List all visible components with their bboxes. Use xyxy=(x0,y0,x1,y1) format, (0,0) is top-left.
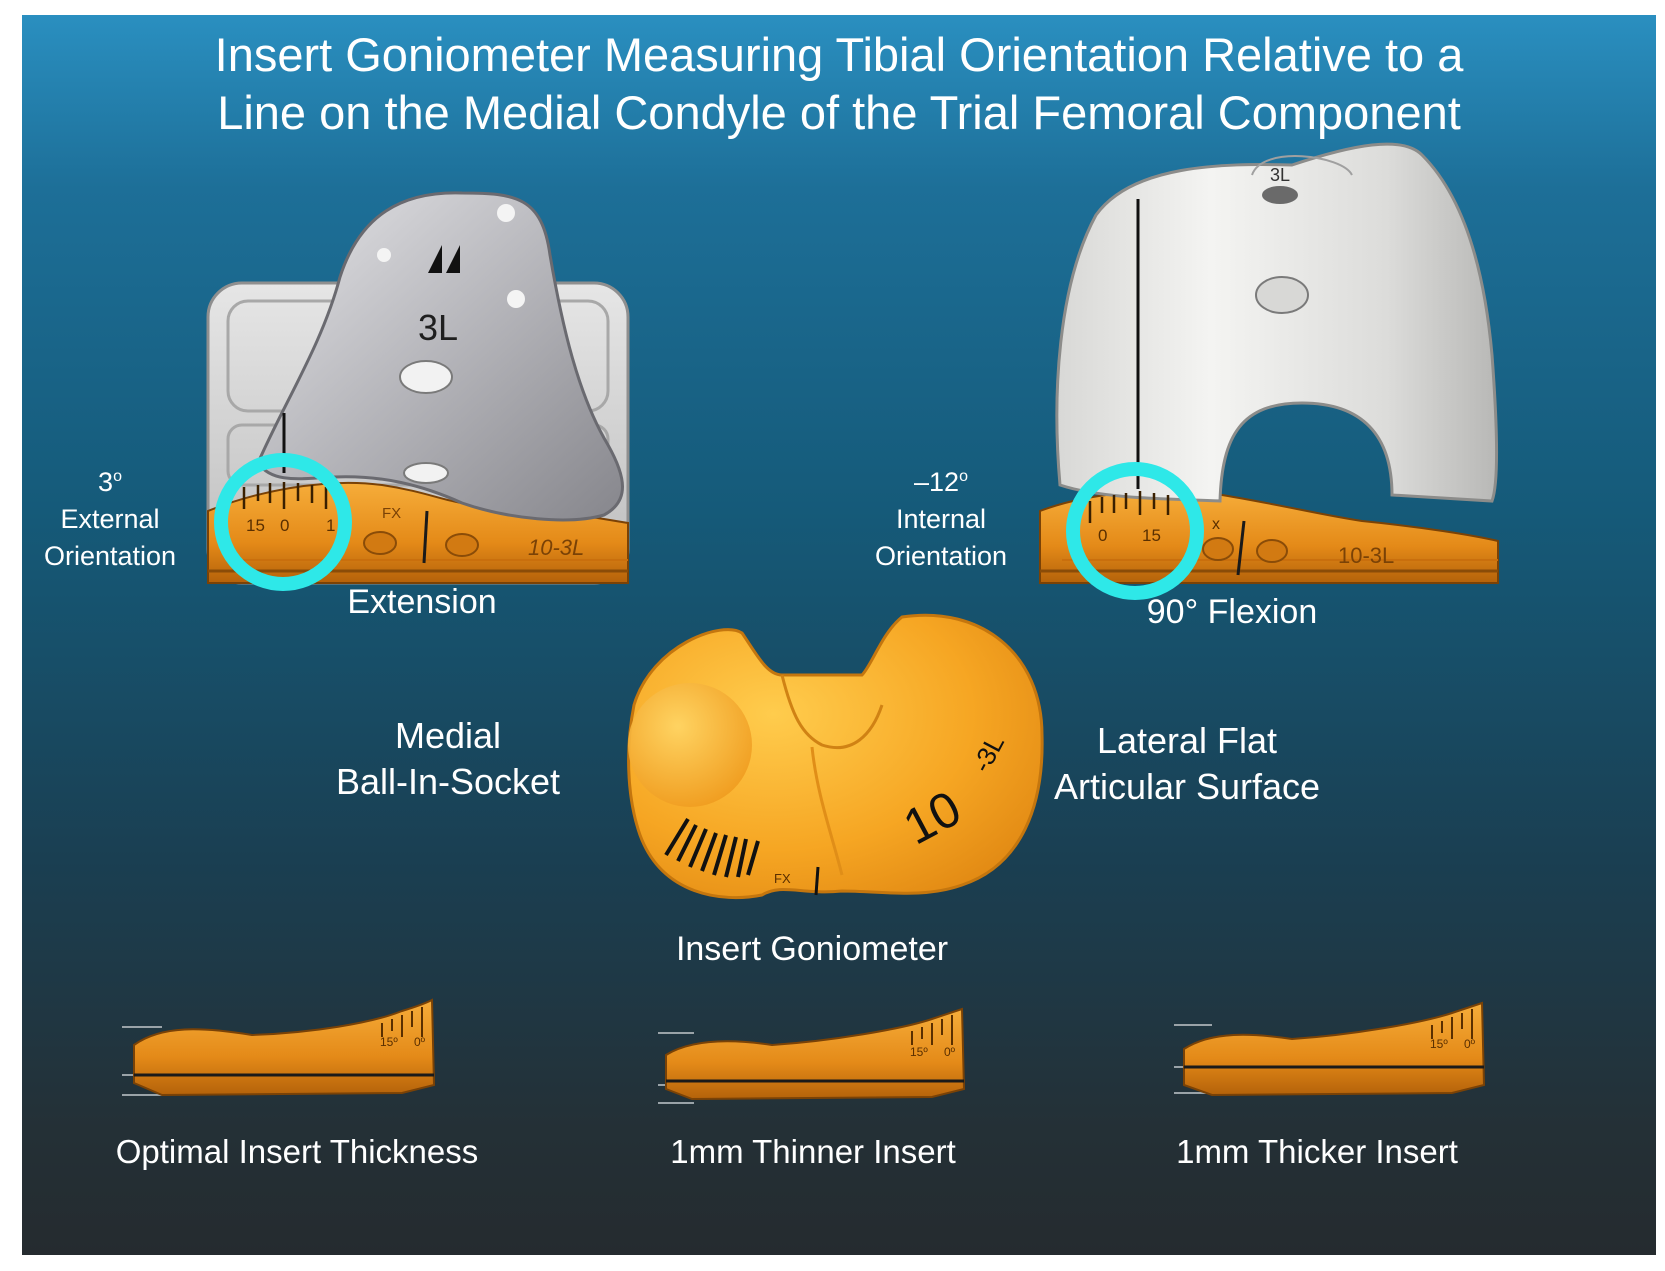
component-marking-left: 3L xyxy=(418,307,459,348)
profile-thinner xyxy=(658,1007,966,1104)
extension-view: FX 10-3L 15 0 1 xyxy=(206,191,630,591)
lateral-label: Lateral Flat Articular Surface xyxy=(1034,718,1340,810)
svg-text:0: 0 xyxy=(1098,526,1107,545)
lateral-line2: Articular Surface xyxy=(1053,766,1321,807)
profile-thicker xyxy=(1174,1001,1486,1097)
goniometer-scale xyxy=(1088,491,1170,523)
insert-fx-marking: FX xyxy=(774,871,791,886)
left-orientation-line1: External xyxy=(60,504,160,534)
left-orientation-value: 3 xyxy=(98,467,114,497)
thinner-insert-caption: 1mm Thinner Insert xyxy=(670,1133,956,1170)
fx-marking: FX xyxy=(382,505,401,522)
svg-text:0: 0 xyxy=(280,516,289,535)
optimal-insert-caption: Optimal Insert Thickness xyxy=(115,1133,479,1170)
scale-label-0-c: 0º xyxy=(1464,1037,1476,1051)
profile-optimal xyxy=(122,998,436,1097)
right-orientation-line2: Orientation xyxy=(874,541,1008,571)
flexion-view: 10-3L 3L 0 15 x xyxy=(1039,142,1499,600)
highlight-ring xyxy=(1066,462,1204,600)
scale-label-15-b: 15º xyxy=(910,1045,928,1059)
goniometer-scale xyxy=(664,817,760,878)
thicker-insert-caption: 1mm Thicker Insert xyxy=(1176,1133,1458,1170)
svg-text:15: 15 xyxy=(246,516,265,535)
flexion-caption: 90° Flexion xyxy=(1146,593,1318,631)
insert-body xyxy=(627,613,1044,900)
svg-text:1: 1 xyxy=(326,516,335,535)
insert-goniometer-top xyxy=(627,613,1044,900)
scale-label-15-c: 15º xyxy=(1430,1037,1448,1051)
highlight-ring xyxy=(214,453,352,591)
insert-marking: 10-3L xyxy=(528,535,584,560)
scale-label-0-b: 0º xyxy=(944,1045,956,1059)
right-orientation-value: –12 xyxy=(914,467,960,497)
femoral-component xyxy=(1055,142,1498,503)
title-line-2: Line on the Medial Condyle of the Trial … xyxy=(217,86,1461,139)
right-orientation-label: –12o Internal Orientation xyxy=(858,458,1024,575)
left-orientation-line2: Orientation xyxy=(43,541,177,571)
logo-mark xyxy=(428,245,460,273)
svg-text:15: 15 xyxy=(1142,526,1161,545)
svg-text:3L: 3L xyxy=(1270,165,1290,185)
medial-line1: Medial xyxy=(394,715,502,756)
femoral-component xyxy=(256,191,624,522)
tibial-insert xyxy=(1039,490,1499,584)
diagram-panel: FX 10-3L 15 0 1 xyxy=(22,15,1656,1255)
scale-label-0-a: 0º xyxy=(414,1035,426,1049)
insert-goniometer-caption: Insert Goniometer xyxy=(675,930,949,968)
extension-caption: Extension xyxy=(347,583,497,621)
scale-label-15-a: 15º xyxy=(380,1035,398,1049)
illustration: FX 10-3L 15 0 1 xyxy=(122,142,1499,1104)
left-orientation-label: 3o External Orientation xyxy=(30,458,190,575)
goniometer-scale xyxy=(242,482,342,509)
right-orientation-line1: Internal xyxy=(895,504,987,534)
svg-text:x: x xyxy=(1212,516,1220,533)
medial-ball-socket xyxy=(628,683,752,807)
lateral-line1: Lateral Flat xyxy=(1096,720,1278,761)
title-line-1: Insert Goniometer Measuring Tibial Orien… xyxy=(214,28,1464,81)
left-degree-symbol: o xyxy=(113,468,122,485)
medial-line2: Ball-In-Socket xyxy=(335,761,561,802)
insert-marking: 10-3L xyxy=(1338,543,1394,568)
medial-label: Medial Ball-In-Socket xyxy=(312,713,584,805)
right-degree-symbol: o xyxy=(959,468,968,485)
